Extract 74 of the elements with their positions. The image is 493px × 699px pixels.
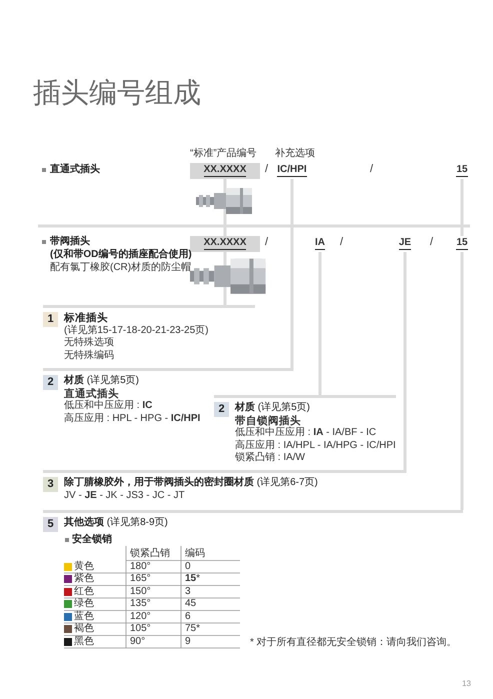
section-text: 无特殊编码 bbox=[64, 350, 115, 362]
table-cell: 90° bbox=[130, 636, 146, 648]
section-text: 高压应用 : HPL - HPG - IC/HPI bbox=[64, 412, 202, 425]
code-label: IA bbox=[311, 236, 329, 252]
section-text: 无特殊选项 bbox=[64, 337, 115, 350]
legend-label: 黑色 bbox=[74, 636, 94, 648]
row-heading: 直通式插头 bbox=[50, 164, 100, 176]
separator-slash: / bbox=[340, 236, 344, 248]
code-box: XX.XXXX bbox=[190, 236, 260, 252]
page-number: 13 bbox=[462, 678, 471, 690]
table-cell: 135° bbox=[130, 598, 151, 610]
code-box: XX.XXXX bbox=[190, 163, 260, 179]
table-cell: 0 bbox=[185, 560, 191, 573]
table-cell: 6 bbox=[185, 610, 191, 623]
connector-line bbox=[224, 252, 226, 305]
connector-line bbox=[214, 179, 294, 371]
table-header: 编码 bbox=[185, 548, 205, 560]
section-text: 高压应用 : IA/HPL - IA/HPG - IC/HPI bbox=[235, 440, 396, 452]
section-text: 低压和中压应用 : IC bbox=[64, 400, 154, 412]
section-text: JV - JE - JK - JS3 - JC - JT bbox=[64, 490, 186, 502]
row-heading: 带阀插头 bbox=[50, 236, 90, 248]
section-heading: 标准插头 bbox=[64, 312, 109, 324]
code-label: 15 bbox=[454, 163, 470, 179]
section-text: 带自锁阀插头 bbox=[235, 414, 302, 426]
separator-slash: / bbox=[370, 163, 374, 176]
separator-slash: / bbox=[265, 236, 268, 248]
row-note: 配有氯丁橡胶(CR)材质的防尘帽 bbox=[50, 262, 192, 274]
legend-label: 褐色 bbox=[74, 623, 94, 636]
legend-label: 红色 bbox=[74, 586, 94, 598]
separator-slash: / bbox=[265, 163, 268, 176]
table-cell: 9 bbox=[185, 636, 191, 648]
table-cell: 105° bbox=[130, 623, 151, 636]
code-label: 15 bbox=[454, 236, 470, 252]
table-cell: 75* bbox=[185, 623, 200, 636]
separator-slash: / bbox=[430, 236, 434, 248]
section-text: 低压和中压应用 : IA - IA/BF - IC bbox=[235, 427, 378, 440]
section-heading: 材质 (详见第5页) bbox=[64, 375, 140, 388]
page-title: 插头编号组成 bbox=[33, 76, 201, 110]
code-label: JE bbox=[395, 236, 415, 252]
table-cell: 165° bbox=[130, 573, 151, 586]
step-number: 1 bbox=[43, 312, 58, 327]
step-number: 2 bbox=[214, 402, 229, 417]
connector-line bbox=[460, 252, 464, 510]
footnote: * 对于所有直径都无安全锁销：请向我们咨询。 bbox=[250, 637, 457, 650]
section-heading: 其他选项 (详见第8-9页) bbox=[64, 517, 169, 530]
row-note: (仅和带OD编号的插座配合使用) bbox=[50, 249, 192, 262]
connector-line bbox=[343, 252, 406, 473]
table-cell: 45 bbox=[185, 598, 196, 610]
step-number: 2 bbox=[43, 375, 58, 390]
table-cell: 120° bbox=[130, 610, 151, 623]
sub-heading: 安全锁销 bbox=[72, 534, 112, 546]
column-heading: 补充选项 bbox=[275, 148, 315, 160]
section-text: 直通式插头 bbox=[64, 388, 120, 400]
legend-label: 紫色 bbox=[74, 573, 94, 586]
table-header: 锁紧凸销 bbox=[130, 548, 170, 560]
section-text: 锁紧凸销 : IA/W bbox=[235, 452, 306, 464]
table-cell: 3 bbox=[185, 586, 191, 598]
section-text: (详见第15-17-18-20-21-23-25页) bbox=[64, 324, 210, 336]
section-heading: 材质 (详见第5页) bbox=[235, 402, 311, 414]
legend-label: 绿色 bbox=[74, 598, 94, 610]
table-cell: 180° bbox=[130, 560, 151, 573]
step-number: 5 bbox=[43, 517, 58, 532]
code-label: IC/HPI bbox=[275, 163, 309, 179]
table-cell: 15* bbox=[185, 573, 200, 586]
step-number: 3 bbox=[43, 477, 58, 492]
section-heading: 除丁腈橡胶外，用于带阀插头的密封圈材质 (详见第6-7页) bbox=[64, 477, 319, 490]
legend-label: 黄色 bbox=[74, 560, 94, 572]
column-heading: “标准”产品编号 bbox=[190, 148, 257, 160]
connector-line bbox=[460, 179, 464, 236]
table-cell: 150° bbox=[130, 586, 151, 598]
connector-line bbox=[318, 252, 322, 395]
legend-label: 蓝色 bbox=[74, 610, 94, 622]
connector-line bbox=[224, 179, 226, 236]
section-panel bbox=[43, 510, 463, 532]
